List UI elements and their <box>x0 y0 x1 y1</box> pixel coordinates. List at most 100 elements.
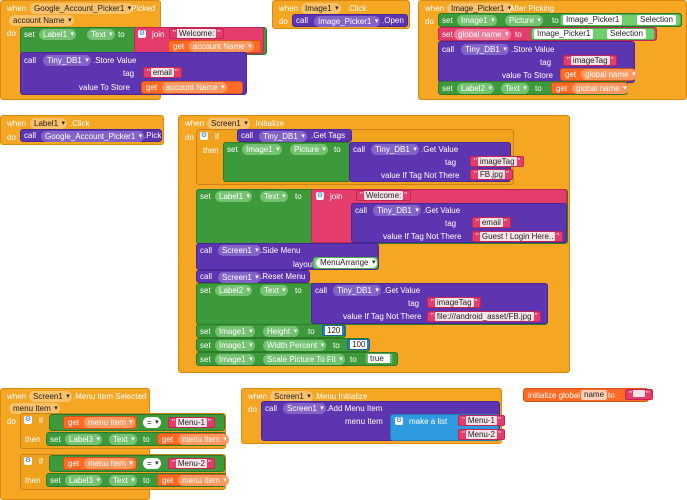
screen1-dropdown[interactable]: Screen1 <box>283 403 326 414</box>
component-dropdown[interactable]: Screen1 <box>29 391 72 402</box>
gear-icon[interactable]: ⚙ <box>24 457 32 465</box>
imagetag-text[interactable]: imageTag <box>570 56 610 65</box>
imagetag-text[interactable]: imageTag <box>434 298 474 307</box>
account-name-dropdown[interactable]: account Name <box>162 82 227 93</box>
text-prop-dropdown[interactable]: Text <box>260 285 288 296</box>
get-tags-call-block[interactable]: call Tiny_DB1 .Get Tags <box>237 129 352 142</box>
menu-item-dropdown[interactable]: menu Item <box>178 434 229 445</box>
get-menu-item-block[interactable]: get menu Item <box>63 416 137 429</box>
operator-dropdown[interactable]: = <box>143 417 161 428</box>
text-prop-dropdown[interactable]: Text <box>260 191 288 202</box>
menu2-text[interactable]: Menu-2 <box>175 459 207 468</box>
height-value[interactable]: 120 <box>325 326 343 335</box>
email-tag-text[interactable]: email <box>479 218 503 227</box>
tinydb-dropdown[interactable]: Tiny_DB1 <box>373 205 421 216</box>
selection-prop[interactable]: Selection <box>607 29 646 39</box>
picker-selection-getter[interactable]: Image_Picker1 Selection <box>560 14 681 26</box>
menu1-text[interactable]: Menu-1 <box>465 416 497 425</box>
gear-icon[interactable]: ⚙ <box>24 416 32 424</box>
email-tag-text[interactable]: email <box>150 68 174 77</box>
set-image1-picture-block[interactable]: set Image1 Picture to <box>223 142 351 182</box>
image1-dropdown[interactable]: Image1 <box>215 326 255 337</box>
account-pick-call-block[interactable]: call Google_Account_Picker1 .Pick <box>20 129 162 142</box>
scale-prop-dropdown[interactable]: Scale Picture To Fit <box>263 354 345 365</box>
get-menu-item-block-2[interactable]: get menu Item <box>157 433 229 445</box>
global-var-name[interactable]: name <box>581 390 608 400</box>
picker-dropdown[interactable]: Image_Picker1 <box>314 16 381 27</box>
empty-string-value[interactable] <box>632 390 645 397</box>
fb-path-text[interactable]: file:///android_asset/FB.jpg <box>434 312 534 321</box>
true-value[interactable]: true <box>368 354 390 363</box>
fb-jpg-string[interactable]: "FB.jpg" <box>470 169 513 180</box>
account-picker-dropdown[interactable]: Google_Account_Picker1 <box>41 131 145 142</box>
height-number[interactable]: 120 <box>322 325 346 336</box>
image1-dropdown[interactable]: Image1 <box>457 15 497 26</box>
account-name-dropdown[interactable]: account Name <box>189 41 254 52</box>
param-chip[interactable]: menu Item <box>9 403 60 414</box>
gear-icon[interactable]: ⚙ <box>395 417 403 425</box>
text-prop-dropdown[interactable]: Text <box>109 434 137 445</box>
menu1-string[interactable]: "Menu-1" <box>168 417 215 428</box>
tinydb-dropdown[interactable]: Tiny_DB1 <box>461 44 509 55</box>
param-chip[interactable]: account Name <box>9 15 74 26</box>
global-name-dropdown[interactable]: global name <box>572 83 629 94</box>
get-global-name-block-2[interactable]: get global name <box>551 82 629 94</box>
component-dropdown[interactable]: Image_Picker1 <box>447 3 514 14</box>
imagetag-text[interactable]: imageTag <box>477 157 517 166</box>
guest-text[interactable]: Guest ! Login Here.. <box>479 232 556 241</box>
component-dropdown[interactable]: Screen1 <box>270 391 313 402</box>
menu-item-dropdown[interactable]: menu Item <box>84 458 135 469</box>
email-tag-string[interactable]: "email" <box>143 67 182 78</box>
label3-dropdown[interactable]: Label3 <box>65 434 103 445</box>
picture-prop-dropdown[interactable]: Picture <box>505 15 543 26</box>
component-dropdown[interactable]: Image1 <box>301 3 341 14</box>
width-number[interactable]: 100 <box>347 339 371 350</box>
tinydb-dropdown[interactable]: Tiny_DB1 <box>333 285 381 296</box>
label2-dropdown[interactable]: Label2 <box>215 285 253 296</box>
menu-arrange-dropdown[interactable]: MenuArrange <box>316 258 378 268</box>
tinydb-dropdown[interactable]: Tiny_DB1 <box>43 55 91 66</box>
get-menu-item-block-3[interactable]: get menu Item <box>63 457 137 470</box>
imagetag-string[interactable]: "imageTag" <box>470 156 525 167</box>
gear-icon[interactable]: ⚙ <box>316 192 324 200</box>
empty-string[interactable]: "" <box>625 389 653 400</box>
email-tag-string[interactable]: "email" <box>472 217 511 228</box>
menu2-string[interactable]: "Menu-2" <box>458 429 505 440</box>
screen1-dropdown[interactable]: Screen1 <box>218 272 261 283</box>
welcome-text[interactable]: Welcome: <box>363 191 404 200</box>
tinydb-dropdown[interactable]: Tiny_DB1 <box>371 144 419 155</box>
text-prop-dropdown[interactable]: Text <box>109 475 137 486</box>
text-prop-dropdown[interactable]: Text <box>501 83 529 94</box>
welcome-string[interactable]: "Welcome:" <box>169 28 225 39</box>
global-name-dropdown[interactable]: global name <box>581 69 638 80</box>
gear-icon[interactable]: ⚙ <box>138 30 146 38</box>
set-image1-scale-block[interactable]: set Image1 Scale Picture To Fit to <box>196 352 398 366</box>
image1-dropdown[interactable]: Image1 <box>215 340 255 351</box>
component-dropdown[interactable]: Screen1 <box>207 118 250 129</box>
imagetag-string[interactable]: "imageTag" <box>563 55 618 66</box>
menu-arrange-block[interactable]: MenuArrange <box>313 257 378 269</box>
menu2-text[interactable]: Menu-2 <box>465 430 497 439</box>
height-prop-dropdown[interactable]: Height <box>263 326 300 337</box>
reset-menu-call-block[interactable]: call Screen1 .Reset Menu <box>196 270 310 283</box>
image1-dropdown[interactable]: Image1 <box>215 354 255 365</box>
menu1-text[interactable]: Menu-1 <box>175 418 207 427</box>
text-prop-dropdown[interactable]: Text <box>87 29 115 40</box>
imagetag-string[interactable]: "imageTag" <box>427 297 482 308</box>
global-name-dropdown[interactable]: global name <box>454 29 511 40</box>
menu1-string[interactable]: "Menu-1" <box>458 415 505 426</box>
welcome-string[interactable]: "Welcome:" <box>356 190 412 201</box>
label3-dropdown[interactable]: Label3 <box>65 475 103 486</box>
component-dropdown[interactable]: Label1 <box>30 118 68 129</box>
gear-icon[interactable]: ⚙ <box>200 132 208 140</box>
width-prop-dropdown[interactable]: Width Percent <box>263 340 327 351</box>
get-account-name-block-2[interactable]: get account Name <box>141 81 243 94</box>
fb-path-string[interactable]: "file:///android_asset/FB.jpg" <box>427 311 542 322</box>
true-boolean[interactable]: true <box>365 353 393 364</box>
operator-dropdown[interactable]: = <box>143 458 161 469</box>
picker-selection-getter-2[interactable]: Image_Picker1 Selection <box>531 28 655 40</box>
set-image1-height-block[interactable]: set Image1 Height to <box>196 324 346 338</box>
welcome-text[interactable]: Welcome: <box>176 29 217 38</box>
picker-name[interactable]: Image_Picker1 <box>563 15 623 25</box>
image1-dropdown[interactable]: Image1 <box>242 144 282 155</box>
